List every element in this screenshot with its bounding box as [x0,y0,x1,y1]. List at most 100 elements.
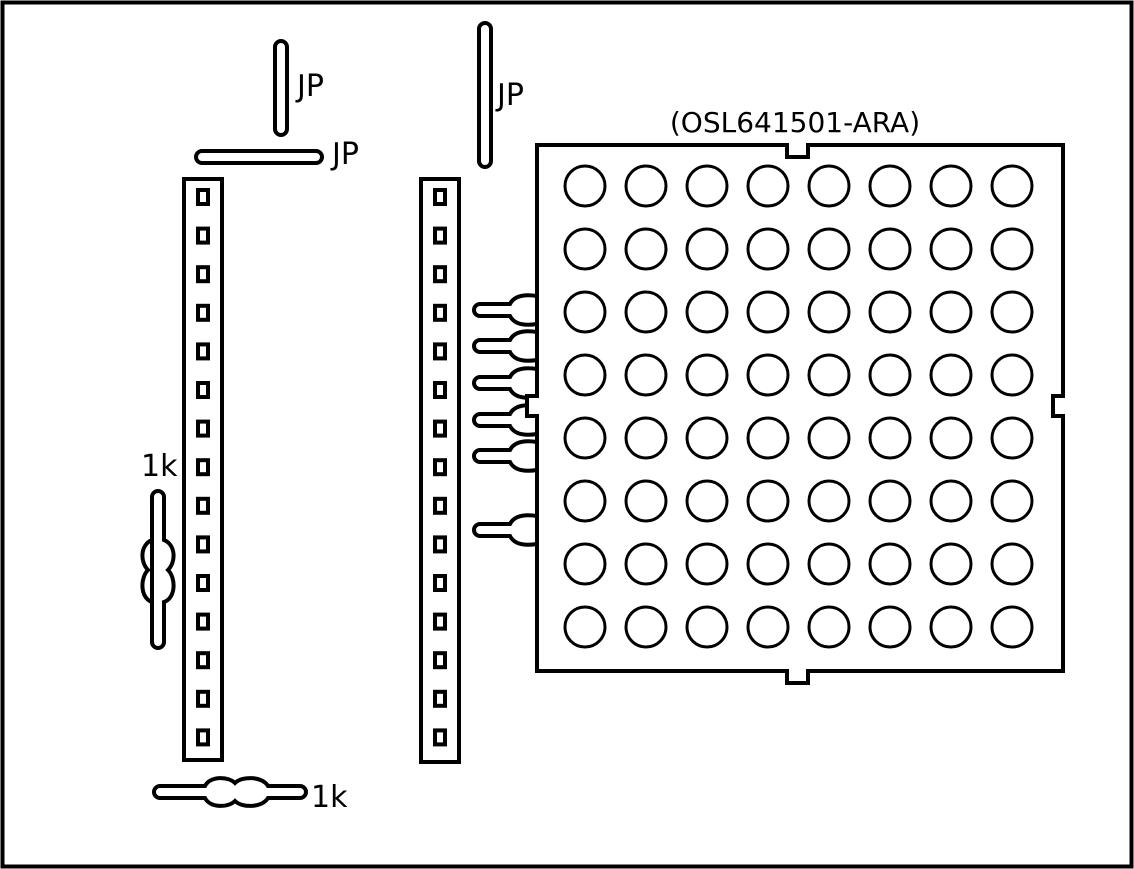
led [868,416,912,460]
led [624,416,668,460]
jumper-horizontal [194,149,324,165]
capacitor-group [472,293,539,547]
header-pad [433,612,447,631]
jumper-label-2: JP [330,137,359,172]
capacitor [472,366,539,400]
led [868,164,912,208]
header-pad [433,342,447,361]
led [624,479,668,523]
led [563,227,607,271]
led [685,416,729,460]
led [929,542,973,586]
led [868,542,912,586]
header-pad [433,226,447,245]
header-pad [196,728,210,747]
resistor-label-2: 1k [311,780,348,815]
header-pad [196,419,210,438]
header-pad [433,188,447,206]
led [746,290,790,334]
header-pad [196,574,210,592]
header-pad [196,651,210,670]
header-pad [433,728,447,747]
led [990,479,1034,523]
header-pad [433,303,447,322]
led [929,416,973,460]
led [746,479,790,523]
header-pad [196,342,210,361]
header-pad [196,496,210,515]
header-pad [433,535,447,554]
header-pad [433,265,447,284]
led [990,164,1034,208]
led [929,164,973,208]
led [807,542,851,586]
capacitor [472,293,539,327]
led [807,227,851,271]
led [868,353,912,397]
led [929,605,973,649]
jumper-vertical-right [477,21,493,169]
header-pad [196,226,210,245]
header-pad [433,458,447,477]
jumper-vertical-left [273,39,289,137]
led [868,227,912,271]
header-pad [196,381,210,399]
pin-header-left [182,177,224,762]
led [563,479,607,523]
led [868,479,912,523]
header-pad [433,689,447,708]
led [807,353,851,397]
header-pad [433,651,447,670]
led [685,353,729,397]
led [685,290,729,334]
led [929,227,973,271]
matrix-part-label: (OSL641501-ARA) [670,106,920,139]
header-pad [433,381,447,399]
header-pad [433,419,447,438]
capacitor [472,403,539,437]
led [990,416,1034,460]
header-pad [196,188,210,206]
header-pad [196,689,210,708]
pin-header-right [419,177,461,764]
led [990,227,1034,271]
led-grid [563,164,1034,649]
led [807,479,851,523]
header-pad [433,496,447,515]
led [807,290,851,334]
led [685,605,729,649]
led [807,605,851,649]
header-pad [196,612,210,631]
led [746,542,790,586]
header-pad [196,458,210,477]
led [807,416,851,460]
led [868,605,912,649]
led [990,353,1034,397]
led [685,542,729,586]
led [624,290,668,334]
led [685,479,729,523]
led-matrix-outline [525,143,1065,685]
led [868,290,912,334]
led [685,227,729,271]
led [563,416,607,460]
led [990,605,1034,649]
led [563,290,607,334]
header-pad [433,574,447,592]
led [990,542,1034,586]
led [624,227,668,271]
header-pad [196,303,210,322]
led [990,290,1034,334]
resistor-vertical [140,489,176,650]
led [807,164,851,208]
led [746,227,790,271]
header-pad [196,265,210,284]
led [624,542,668,586]
led [563,542,607,586]
capacitor [472,513,539,547]
header-pad [196,535,210,554]
led [929,353,973,397]
resistor-horizontal [152,776,308,808]
led [624,353,668,397]
capacitor [472,439,539,473]
